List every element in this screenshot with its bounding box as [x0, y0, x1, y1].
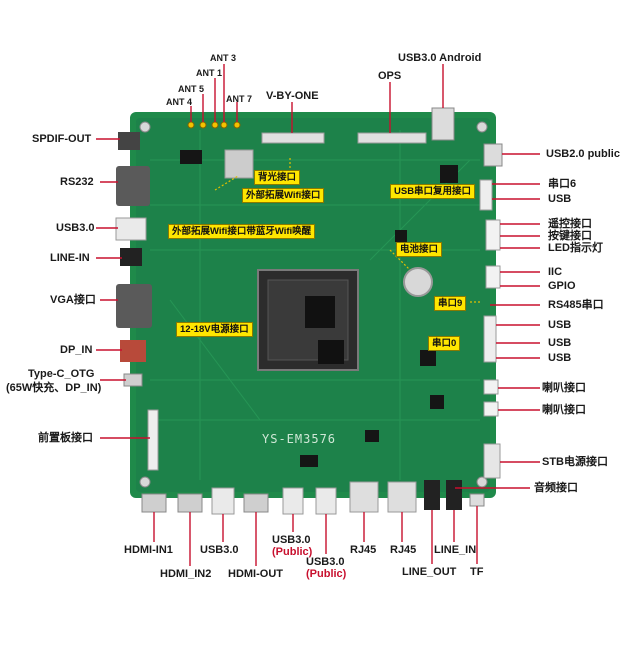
label-typec-otg-sub: (65W快充、DP_IN)	[6, 382, 102, 394]
label-vga: VGA接口	[50, 294, 96, 306]
label-usb30-left: USB3.0	[56, 222, 95, 234]
label-ant5: ANT 5	[178, 84, 205, 94]
misc-chips	[180, 150, 458, 467]
speaker-port-2	[483, 401, 499, 417]
emmc-chip	[318, 340, 344, 364]
label-rj45-1: RJ45	[350, 544, 377, 556]
label-audio: 音频接口	[534, 482, 578, 494]
label-usb30-pub2: USB3.0	[306, 556, 345, 568]
ram-chip	[305, 296, 335, 328]
vga-port	[116, 284, 152, 328]
front-panel-port	[147, 409, 159, 471]
label-public2: (Public)	[306, 568, 347, 580]
label-usb20-public: USB2.0 public	[546, 148, 620, 160]
battery-cell	[403, 267, 433, 297]
label-gpio: GPIO	[548, 280, 576, 292]
spdif-port	[118, 132, 140, 150]
label-speaker-2: 喇叭接口	[542, 404, 586, 416]
label-front-panel: 前置板接口	[38, 432, 93, 444]
label-usb-r3: USB	[548, 337, 572, 349]
label-speaker-1: 喇叭接口	[542, 382, 586, 394]
speaker-port-1	[483, 379, 499, 395]
label-line-in-left: LINE-IN	[50, 252, 90, 264]
label-hdmi-in2: HDMI_IN2	[160, 568, 212, 580]
label-usb-r1: USB	[548, 193, 572, 205]
label-line-out: LINE_OUT	[402, 566, 457, 578]
label-rs232: RS232	[60, 176, 94, 188]
label-usb30-pub1: USB3.0	[272, 534, 311, 546]
remote-key-led-port	[485, 219, 501, 251]
label-key: 按键接口	[548, 230, 592, 242]
silkscreen-model: YS-EM3576	[262, 432, 337, 446]
vbyone-connector	[261, 132, 325, 144]
pmic-chip	[224, 149, 254, 179]
tag-com9: 串口9	[434, 296, 467, 311]
label-ant4: ANT 4	[166, 97, 193, 107]
mounting-holes	[139, 121, 488, 488]
label-tf: TF	[470, 566, 484, 578]
label-rj45-2: RJ45	[390, 544, 417, 556]
label-dp-in: DP_IN	[60, 344, 93, 356]
label-spdif-out: SPDIF-OUT	[32, 133, 92, 145]
usb-android-port	[431, 107, 455, 141]
label-com6: 串口6	[548, 178, 577, 190]
label-remote: 遥控接口	[548, 218, 592, 230]
rs232-port	[116, 166, 150, 206]
tag-leaders	[214, 158, 482, 303]
right-header-strip	[479, 179, 493, 211]
label-led: LED指示灯	[548, 242, 603, 254]
tag-com0: 串口0	[428, 336, 461, 351]
label-line-in-bottom: LINE_IN	[434, 544, 477, 556]
ops-connector	[357, 132, 427, 144]
tag-ext-wifi-bt: 外部拓展Wifi接口带蓝牙Wifi唤醒	[168, 224, 316, 239]
leader-lines	[96, 64, 540, 566]
tag-usb-uart-mux: USB串口复用接口	[390, 184, 476, 199]
label-hdmi-out: HDMI-OUT	[228, 568, 283, 580]
tag-ext-wifi: 外部拓展Wifi接口	[242, 188, 325, 203]
dp-in-port	[120, 340, 146, 362]
label-rs485: RS485串口	[548, 299, 604, 311]
label-ant3: ANT 3	[210, 53, 237, 63]
label-stb-power: STB电源接口	[542, 456, 608, 468]
line-in-left-port	[120, 248, 142, 266]
label-public1: (Public)	[272, 546, 313, 558]
usb-stack-port	[483, 315, 497, 363]
label-usb-r2: USB	[548, 319, 572, 331]
label-vbyone: V-BY-ONE	[266, 90, 319, 102]
tag-backlight: 背光接口	[254, 170, 301, 185]
label-usb30-bottom: USB3.0	[200, 544, 239, 556]
stb-power-port	[483, 443, 501, 479]
tag-battery: 电池接口	[396, 242, 443, 257]
label-typec-otg: Type-C_OTG	[28, 368, 95, 380]
tag-power-12-18v: 12-18V电源接口	[176, 322, 253, 337]
label-hdmi-in1: HDMI-IN1	[124, 544, 173, 556]
label-usb-r4: USB	[548, 352, 572, 364]
label-ops: OPS	[378, 70, 402, 82]
label-iic: IIC	[548, 266, 563, 278]
typec-port	[123, 373, 143, 387]
label-usb30-android: USB3.0 Android	[398, 52, 482, 64]
label-ant7: ANT 7	[226, 94, 253, 104]
label-ant1: ANT 1	[196, 68, 223, 78]
usb30-left-port	[115, 217, 147, 241]
usb20-public-port	[483, 143, 503, 167]
iic-gpio-port	[485, 265, 501, 289]
